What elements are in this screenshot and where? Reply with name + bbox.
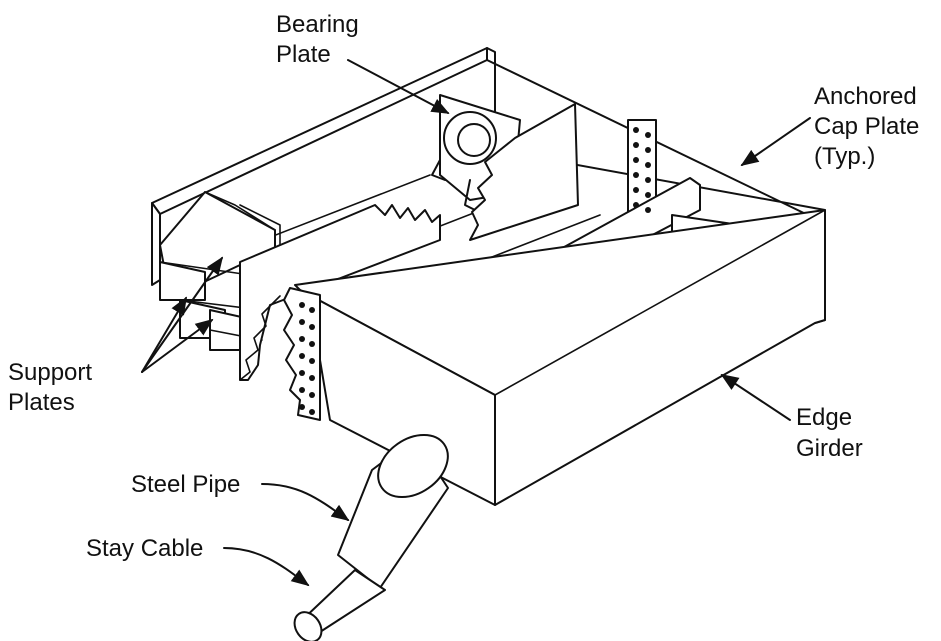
label-anchored-cap-plate-line3: (Typ.) — [814, 143, 875, 170]
bolts-back — [633, 127, 651, 213]
label-anchored-cap-plate-line2: Cap Plate — [814, 113, 919, 140]
back-wall — [151, 47, 488, 215]
torn-edge — [239, 295, 281, 381]
label-anchored-cap-plate-line1: Anchored — [814, 83, 917, 110]
diaphragm-plate — [469, 103, 579, 241]
steel-pipe — [337, 433, 449, 589]
label-bearing-plate-line1: Bearing — [276, 11, 359, 38]
label-support-plates-line1: Support — [8, 359, 92, 386]
leader-edge-girder — [720, 374, 791, 421]
stay-cable — [293, 569, 386, 641]
support-plate-1 — [159, 261, 206, 301]
leaders — [141, 59, 811, 587]
label-edge-girder-line1: Edge — [796, 404, 852, 431]
girder-box — [151, 47, 826, 641]
left-end-wall — [151, 202, 161, 286]
leader-support-plate-3 — [141, 318, 214, 373]
label-steel-pipe: Steel Pipe — [131, 471, 240, 498]
middle-web-plate — [239, 204, 441, 381]
leader-anchored-cap-plate — [740, 117, 811, 167]
label-support-plates-line2: Plates — [8, 389, 75, 416]
label-edge-girder-line2: Girder — [796, 435, 863, 462]
bolts-front — [299, 302, 315, 415]
leader-steel-pipe — [261, 483, 350, 522]
labels: Bearing Plate Anchored Cap Plate (Typ.) … — [8, 11, 919, 562]
label-bearing-plate-line2: Plate — [276, 41, 331, 68]
leader-support-plate-2 — [141, 296, 187, 373]
label-stay-cable: Stay Cable — [86, 535, 203, 562]
leader-stay-cable — [223, 547, 310, 587]
leader-bearing-plate — [347, 59, 450, 114]
